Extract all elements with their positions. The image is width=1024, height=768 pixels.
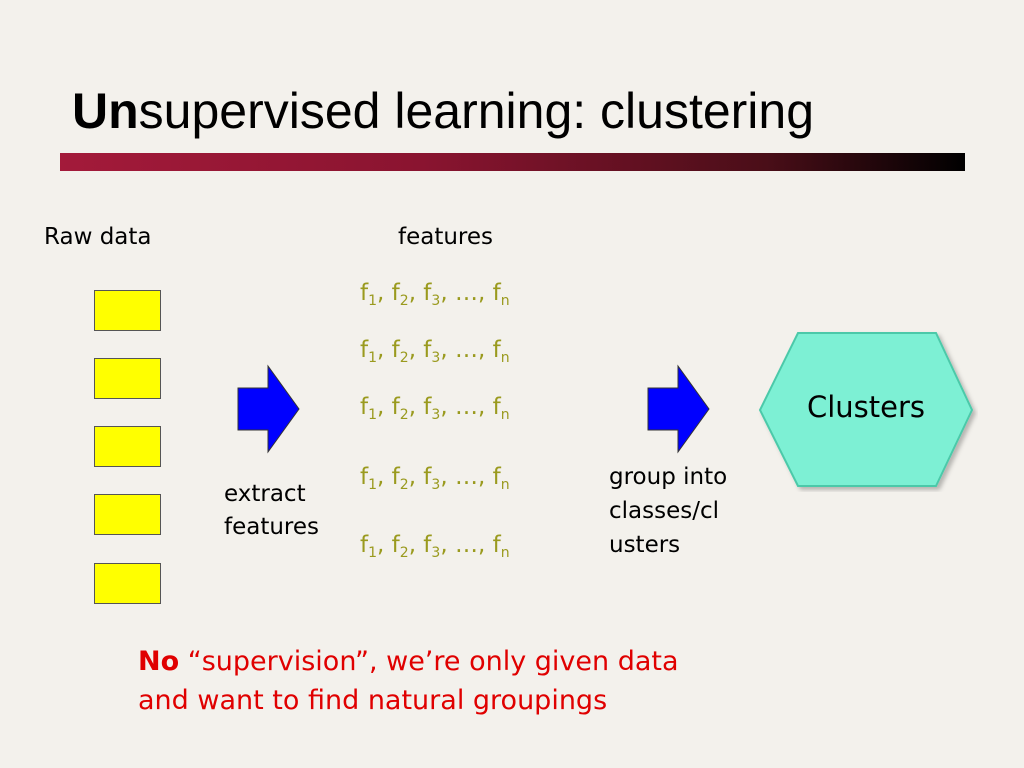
footnote: No “supervision”, we’re only given data … [138,642,679,720]
feature-vector-row: f1, f2, f3, …, fn [360,337,510,366]
title-underline-bar [60,153,965,171]
raw-data-box [94,290,161,331]
raw-data-box [94,358,161,399]
title-bold-prefix: Un [72,83,139,139]
clusters-label: Clusters [806,390,926,424]
features-label: features [398,224,494,250]
arrow-right-icon [237,364,300,454]
clusters-hexagon [758,332,974,487]
extract-features-label: extract features [224,481,320,540]
feature-vector-row: f1, f2, f3, …, fn [360,532,510,561]
raw-data-box [94,563,161,604]
note-bold: No [138,646,180,677]
feature-vector-row: f1, f2, f3, …, fn [360,280,510,309]
slide-title: Unsupervised learning: clustering [72,82,814,140]
feature-vector-row: f1, f2, f3, …, fn [360,394,510,423]
note-line-1: “supervision”, we’re only given data [179,646,679,677]
title-rest: supervised learning: clustering [138,83,815,139]
group-into-clusters-label: group into classes/cl usters [609,464,728,558]
raw-data-box [94,426,161,467]
raw-data-box [94,494,161,535]
arrow-right-icon [647,364,710,454]
note-line-2: and want to find natural groupings [138,685,608,716]
feature-vector-row: f1, f2, f3, …, fn [360,464,510,493]
raw-data-label: Raw data [44,224,152,250]
